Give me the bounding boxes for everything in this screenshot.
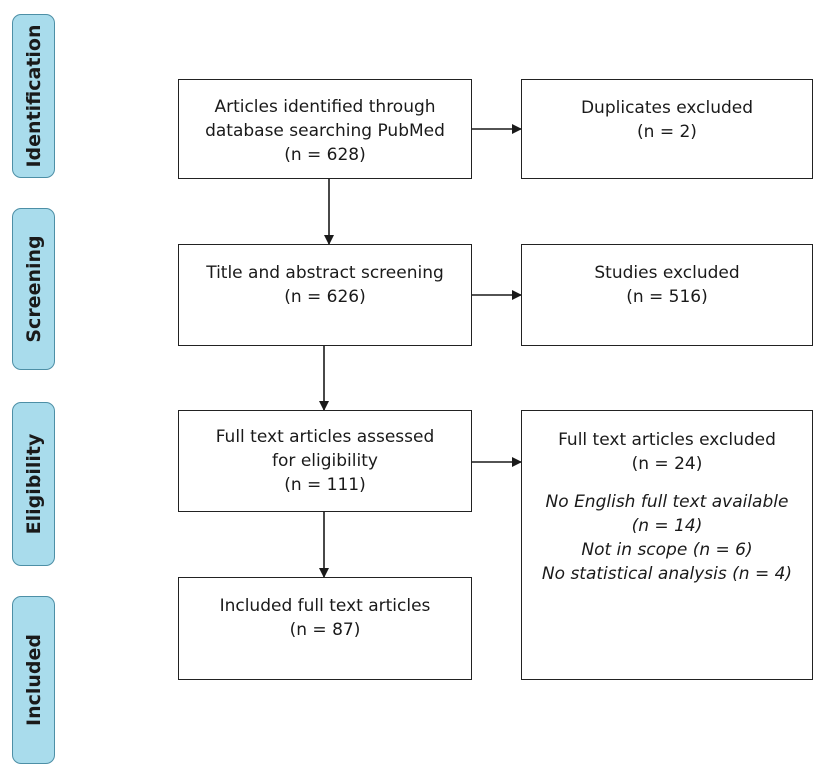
exclusion-reason: (n = 14)	[631, 516, 703, 536]
exclusion-reason: No statistical analysis (n = 4)	[541, 564, 793, 584]
studies-excluded-box: Studies excluded (n = 516)	[521, 244, 813, 346]
exclusion-reason: No English full text available	[545, 492, 789, 512]
fulltext-excluded-box: Full text articles excluded (n = 24) No …	[521, 410, 813, 680]
stage-screening: Screening	[12, 208, 55, 370]
duplicates-box: Duplicates excluded (n = 2)	[521, 79, 813, 179]
exclusion-reason: Not in scope (n = 6)	[581, 540, 753, 560]
included-box: Included full text articles (n = 87)	[178, 577, 472, 680]
stage-identification: Identification	[12, 14, 55, 178]
fulltext-assessed-box: Full text articles assessed for eligibil…	[178, 410, 472, 512]
stage-included: Included	[12, 596, 55, 764]
identified-box: Articles identified through database sea…	[178, 79, 472, 179]
stage-eligibility: Eligibility	[12, 402, 55, 566]
screening-box: Title and abstract screening (n = 626)	[178, 244, 472, 346]
